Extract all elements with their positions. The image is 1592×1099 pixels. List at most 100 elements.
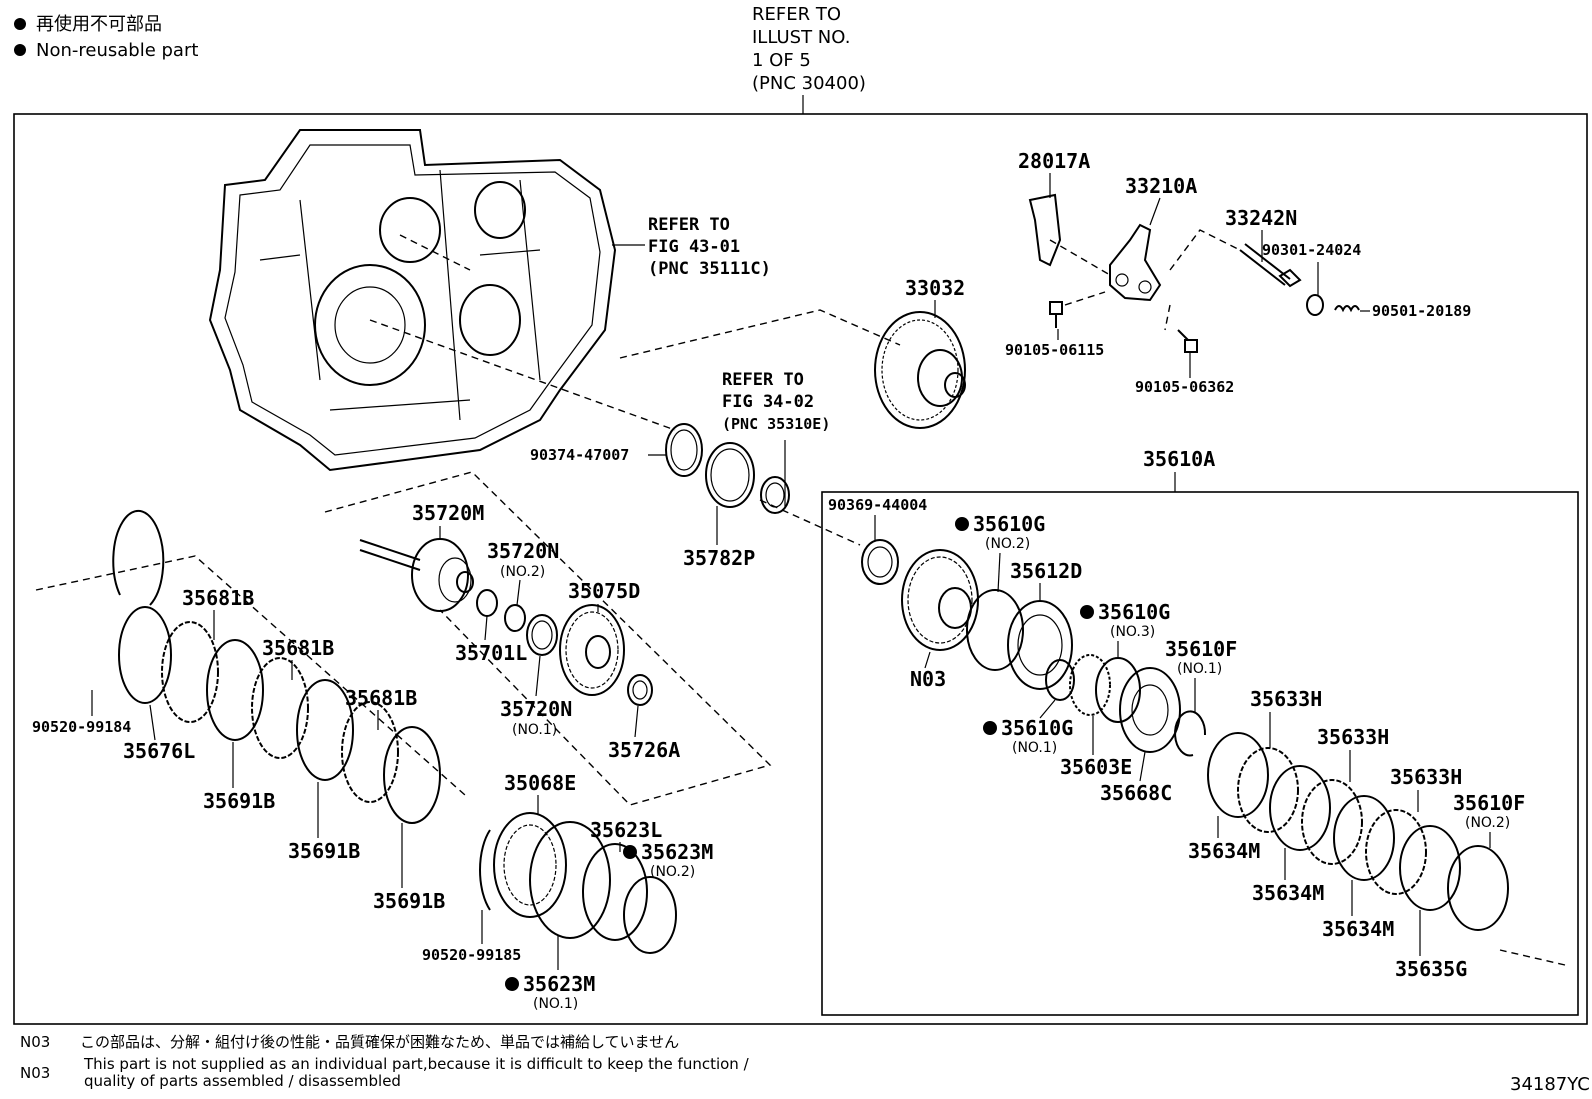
- label-90369-44004: 90369-44004: [828, 496, 927, 514]
- label-35623L: 35623L: [590, 818, 662, 842]
- parking-lock-assembly[interactable]: [1028, 193, 1360, 353]
- bearing-35782P-side[interactable]: [760, 476, 790, 514]
- ring-35726A[interactable]: [627, 674, 653, 706]
- clutch-pack-left[interactable]: [112, 509, 441, 824]
- label-35634M-c: 35634M: [1322, 917, 1394, 941]
- label-35610F-no1: 35610F: [1165, 637, 1237, 661]
- ref-fig4301-line1: REFER TO: [648, 215, 730, 235]
- bearing-35720N-no1[interactable]: [526, 614, 558, 656]
- label-35681B-b: 35681B: [262, 636, 334, 660]
- label-90105-06115: 90105-06115: [1005, 341, 1104, 359]
- outer-frame: [13, 113, 1588, 1025]
- label-35701L: 35701L: [455, 641, 527, 665]
- clutch-pack-35610A[interactable]: [1207, 732, 1509, 931]
- label-28017A: 28017A: [1018, 149, 1090, 173]
- ref-illust: REFER TO ILLUST NO. 1 OF 5 (PNC 30400): [752, 4, 866, 94]
- non-reusable-bullet-icon: [955, 517, 969, 531]
- label-35634M-a: 35634M: [1188, 839, 1260, 863]
- label-35633H-c: 35633H: [1390, 765, 1462, 789]
- ref-fig3402-line2: FIG 34-02: [722, 392, 814, 412]
- transmission-case[interactable]: [208, 129, 617, 472]
- label-90105-06362: 90105-06362: [1135, 378, 1234, 396]
- label-90301-24024: 90301-24024: [1262, 241, 1361, 259]
- label-35691B-c: 35691B: [373, 889, 445, 913]
- label-35726A: 35726A: [608, 738, 680, 762]
- label-35720N-no1: 35720N: [500, 697, 572, 721]
- label-35720N-no2: 35720N: [487, 539, 559, 563]
- ring-35610G-no3[interactable]: [1095, 657, 1141, 723]
- label-35610G-no3: 35610G: [1098, 600, 1170, 624]
- non-reusable-bullet-icon: [14, 18, 26, 30]
- label-90520-99184: 90520-99184: [32, 718, 131, 736]
- non-reusable-bullet-icon: [14, 44, 26, 56]
- label-35610F-no1-sub: (NO.1): [1177, 661, 1222, 677]
- non-reusable-bullet-icon: [983, 721, 997, 735]
- gear-35075D[interactable]: [559, 604, 625, 696]
- gear-33032[interactable]: [874, 311, 966, 429]
- label-35612D: 35612D: [1010, 559, 1082, 583]
- washer-35701L[interactable]: [476, 589, 498, 617]
- label-35610F-no2-sub: (NO.2): [1465, 815, 1510, 831]
- label-35075D: 35075D: [568, 579, 640, 603]
- label-35610G-no2: 35610G: [973, 512, 1045, 536]
- label-35610G-no3-sub: (NO.3): [1110, 624, 1155, 640]
- label-90374-47007: 90374-47007: [530, 446, 629, 464]
- label-35720N-no1-sub: (NO.1): [512, 722, 557, 738]
- label-35691B-a: 35691B: [203, 789, 275, 813]
- label-N03: N03: [910, 667, 946, 691]
- label-35681B-a: 35681B: [182, 586, 254, 610]
- label-33032: 33032: [905, 276, 965, 300]
- planetary-35720M[interactable]: [359, 538, 474, 612]
- ref-fig3402-line3: (PNC 35310E): [722, 415, 830, 433]
- label-35681B-c: 35681B: [345, 686, 417, 710]
- label-35603E: 35603E: [1060, 755, 1132, 779]
- label-35610A: 35610A: [1143, 447, 1215, 471]
- gear-35782P[interactable]: [705, 442, 755, 508]
- ring-35610G-no1[interactable]: [1045, 659, 1075, 701]
- label-35610G-no2-sub: (NO.2): [985, 536, 1030, 552]
- label-35623M-no1-sub: (NO.1): [533, 996, 578, 1012]
- ring-90374-47007[interactable]: [665, 423, 703, 477]
- note-en-line2: quality of parts assembled / disassemble…: [84, 1072, 401, 1090]
- label-35634M-b: 35634M: [1252, 881, 1324, 905]
- note-en-code: N03: [20, 1064, 50, 1082]
- diagram-id: 34187YC: [1510, 1074, 1590, 1095]
- spring-35603E[interactable]: [1069, 654, 1111, 716]
- ref-fig4301-line2: FIG 43-01: [648, 237, 740, 257]
- note-en-line1: This part is not supplied as an individu…: [83, 1055, 750, 1073]
- snap-ring-35610F-no1[interactable]: [1174, 710, 1207, 757]
- label-90501-20189: 90501-20189: [1372, 302, 1471, 320]
- ref-illust-line4: (PNC 30400): [752, 73, 866, 94]
- notes: N03 この部品は、分解・組付け後の性能・品質確保が困難なため、単品では補給して…: [20, 1033, 750, 1090]
- label-35068E: 35068E: [504, 771, 576, 795]
- legend-en: Non-reusable part: [36, 40, 198, 61]
- plate-35668C[interactable]: [1119, 667, 1181, 753]
- clutch-assembly-box-35610A: [821, 491, 1579, 1016]
- label-35623M-no1: 35623M: [523, 972, 595, 996]
- washer-35720N-no2[interactable]: [504, 604, 526, 632]
- bearing-90369-44004[interactable]: [861, 539, 899, 585]
- label-35782P: 35782P: [683, 546, 755, 570]
- legend: 再使用不可部品 Non-reusable part: [14, 14, 198, 61]
- label-35691B-b: 35691B: [288, 839, 360, 863]
- note-jp-text: この部品は、分解・組付け後の性能・品質確保が困難なため、単品では補給していません: [80, 1033, 679, 1051]
- brake-piston-group[interactable]: [479, 812, 677, 954]
- ref-illust-line2: ILLUST NO.: [752, 27, 850, 48]
- ring-35610G-no2[interactable]: [966, 589, 1024, 671]
- non-reusable-bullet-icon: [505, 977, 519, 991]
- piston-35612D[interactable]: [1007, 600, 1073, 690]
- ref-fig3402-line1: REFER TO: [722, 370, 804, 390]
- label-35720N-no2-sub: (NO.2): [500, 564, 545, 580]
- label-35676L: 35676L: [123, 739, 195, 763]
- label-35623M-no2: 35623M: [641, 840, 713, 864]
- label-35610G-no1-sub: (NO.1): [1012, 740, 1057, 756]
- ref-illust-line3: 1 OF 5: [752, 50, 811, 71]
- label-35635G: 35635G: [1395, 957, 1467, 981]
- label-90520-99185: 90520-99185: [422, 946, 521, 964]
- label-35623M-no2-sub: (NO.2): [650, 864, 695, 880]
- label-35668C: 35668C: [1100, 781, 1172, 805]
- ref-fig4301: REFER TO FIG 43-01 (PNC 35111C): [648, 215, 771, 279]
- non-reusable-bullet-icon: [623, 845, 637, 859]
- ref-fig3402: REFER TO FIG 34-02 (PNC 35310E): [722, 370, 830, 433]
